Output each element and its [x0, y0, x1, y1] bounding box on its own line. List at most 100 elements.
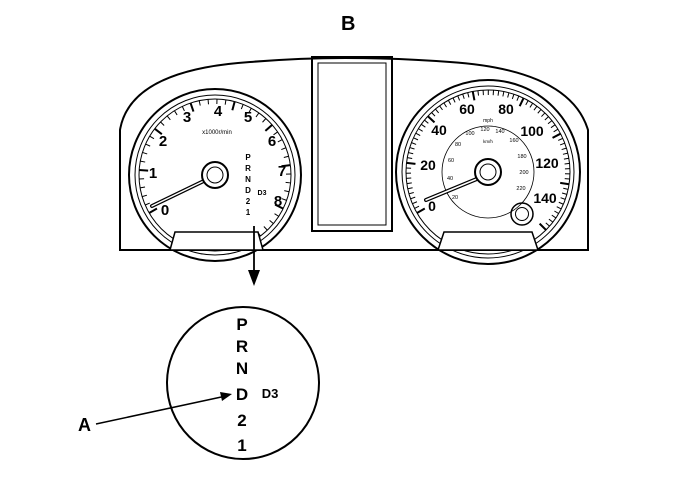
- tach-num-3: 3: [183, 109, 191, 126]
- tachometer: 0 1 2 3 4 5 6 7 8 x1000r/min P R N D 2 1…: [129, 89, 301, 261]
- speedo-kmh-140: 140: [495, 129, 504, 135]
- speedo-tick: [468, 93, 469, 98]
- speedo-tick: [554, 211, 558, 214]
- callout-a-line: [96, 396, 226, 424]
- tach-gear-d: D: [245, 186, 251, 195]
- speedo-tick: [512, 94, 514, 99]
- zoom-gear-2: 2: [237, 411, 246, 430]
- tach-num-8: 8: [274, 193, 282, 210]
- speedo-tick: [411, 143, 416, 145]
- speedo-tick: [498, 91, 499, 96]
- speedo-tick: [416, 133, 420, 135]
- zoom-arrow-head: [248, 270, 260, 286]
- speedo-tick: [548, 121, 552, 124]
- speedo-mph-100: 100: [520, 123, 544, 139]
- callout-a-arrowhead: [220, 392, 232, 401]
- speedo-mph-60: 60: [459, 101, 475, 117]
- speedo-mph-80: 80: [498, 101, 514, 117]
- speedo-tick: [563, 153, 568, 154]
- speedo-kmh-220: 220: [516, 186, 525, 192]
- speedo-tick: [435, 109, 438, 113]
- tach-num-2: 2: [159, 133, 167, 150]
- tach-tick: [270, 220, 274, 223]
- speedo-mph-120: 120: [535, 155, 559, 171]
- trip-reset-knob[interactable]: [511, 203, 533, 225]
- speedo-tick: [557, 207, 561, 209]
- tach-tick: [174, 111, 177, 115]
- speedo-mph-140: 140: [533, 190, 557, 206]
- speedo-tick: [407, 183, 412, 184]
- speedo-kmh-40: 40: [447, 176, 453, 182]
- callout-label-b: B: [341, 13, 355, 35]
- tach-tick: [232, 102, 234, 111]
- speedo-tick: [549, 219, 553, 222]
- tach-tick: [167, 116, 170, 120]
- speedo-tick: [417, 209, 425, 214]
- speedometer: 0 20 40 60 80 100 120 140 20 40 60 80 10…: [396, 80, 580, 264]
- speedo-tick: [563, 188, 568, 189]
- speedo-kmh-60: 60: [448, 158, 454, 164]
- tach-tick: [278, 140, 282, 142]
- speedo-tick: [552, 215, 556, 218]
- zoom-gear-r: R: [236, 337, 248, 356]
- center-display: [312, 57, 392, 231]
- speedo-kmh-200: 200: [519, 170, 528, 176]
- speedo-tick: [424, 120, 428, 123]
- tach-tick: [275, 214, 279, 217]
- speedo-unit-kmh: km/h: [483, 139, 493, 144]
- tach-tick: [282, 199, 287, 201]
- speedo-kmh-20: 20: [452, 195, 458, 201]
- speedo-mph-40: 40: [431, 122, 447, 138]
- speedo-tick: [530, 103, 533, 107]
- tach-num-5: 5: [244, 109, 252, 126]
- speedo-tick: [415, 206, 419, 208]
- speedo-kmh-80: 80: [455, 142, 461, 148]
- tach-tick: [284, 191, 289, 192]
- speedo-tick: [478, 91, 479, 96]
- tach-num-4: 4: [214, 103, 223, 120]
- tach-d3-label: D3: [258, 190, 267, 197]
- speedo-tick: [408, 188, 413, 189]
- speedo-tick: [408, 153, 413, 154]
- speedo-tick: [444, 103, 447, 107]
- speedo-tick: [453, 98, 455, 103]
- tach-tick: [264, 227, 267, 231]
- speedo-tick: [558, 138, 563, 140]
- tach-needle-highlight: [152, 178, 210, 206]
- gear-indicator-zoom: P R N D 2 1 D3: [167, 307, 319, 459]
- speedo-tick: [520, 98, 524, 106]
- speedo-tick: [508, 93, 509, 98]
- tach-tick: [281, 148, 286, 150]
- tach-tick: [145, 203, 150, 205]
- zoom-gear-n: N: [236, 359, 248, 378]
- tach-tick: [225, 100, 226, 105]
- speedo-tick: [561, 198, 566, 200]
- speedo-tick: [418, 129, 422, 132]
- speedo-tick: [448, 100, 450, 104]
- speedo-tick: [411, 197, 416, 199]
- speedo-tick: [562, 148, 567, 149]
- speedo-kmh-180: 180: [517, 154, 526, 160]
- speedo-tick: [553, 134, 561, 138]
- speedo-tick: [562, 193, 567, 194]
- tach-lower-panel: [170, 232, 263, 250]
- speedo-tick: [421, 124, 425, 127]
- callout-label-a: A: [78, 415, 91, 435]
- speedo-tick: [412, 202, 417, 204]
- speedo-tick: [546, 223, 550, 226]
- speedo-tick: [526, 101, 528, 105]
- speedo-tick: [458, 96, 460, 101]
- tach-unit-label: x1000r/min: [202, 130, 232, 136]
- tach-num-6: 6: [268, 133, 276, 150]
- tach-gear-1: 1: [246, 208, 251, 217]
- zoom-gear-d: D: [236, 385, 248, 404]
- tach-gear-r: R: [245, 164, 251, 173]
- speedo-kmh-100: 100: [465, 131, 474, 137]
- speedo-tick: [538, 109, 541, 113]
- speedo-tick: [554, 129, 558, 132]
- speedo-tick: [540, 224, 546, 230]
- speedo-tick: [503, 92, 504, 97]
- tach-tick: [149, 209, 157, 214]
